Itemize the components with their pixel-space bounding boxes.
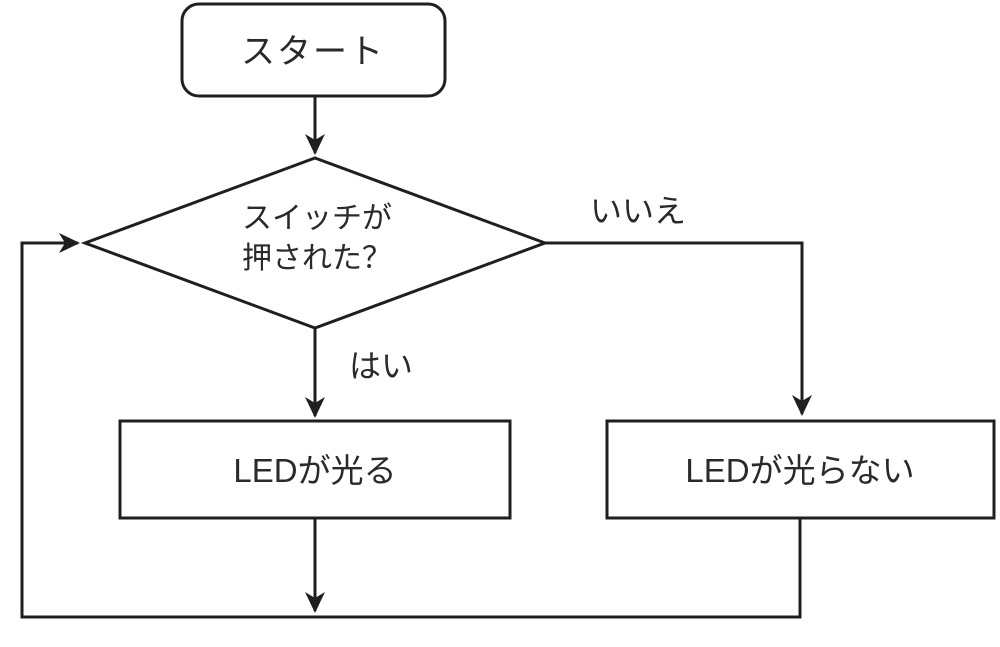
edge-label-yes: はい: [349, 348, 413, 384]
connector-decision-no-to-led-off: [545, 241, 812, 416]
decision-node-label-line1: スイッチが: [242, 202, 392, 235]
edge-label-no: いいえ: [590, 193, 686, 229]
process-node-led-on-label: LEDが光る: [233, 452, 396, 489]
connector-loop-back-to-decision: [20, 233, 802, 619]
start-node: [180, 2, 447, 98]
process-node-led-off: [605, 419, 996, 520]
decision-node: [80, 156, 550, 330]
decision-node-label-line2: 押された？: [242, 242, 392, 275]
process-node-led-off-label: LEDが光らない: [685, 452, 914, 489]
process-node-led-on: [118, 419, 512, 520]
start-node-label: スタート: [241, 33, 385, 71]
